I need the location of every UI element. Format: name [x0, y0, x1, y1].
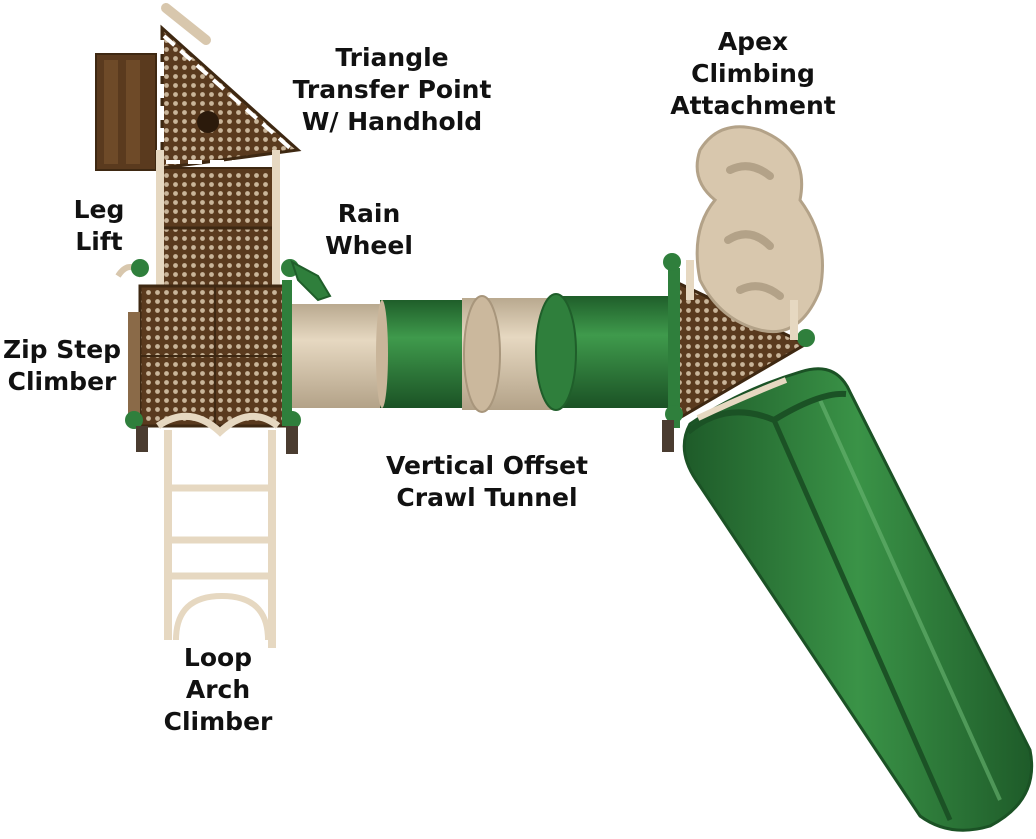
label-apex-climbing-attachment: Apex Climbing Attachment	[666, 26, 840, 122]
slide-platform-deck	[662, 253, 815, 452]
label-vertical-offset-crawl-tunnel: Vertical Offset Crawl Tunnel	[378, 450, 596, 514]
label-line: Lift	[75, 227, 123, 256]
label-line: Attachment	[670, 91, 836, 120]
label-loop-arch-climber: Loop Arch Climber	[158, 642, 278, 738]
label-line: Leg	[73, 195, 125, 224]
label-line: Vertical Offset	[385, 451, 589, 480]
rain-wheel	[290, 259, 332, 302]
label-line: Triangle	[335, 43, 449, 72]
label-line: Rain	[337, 199, 401, 228]
label-line: Apex	[717, 27, 789, 56]
label-line: Wheel	[325, 231, 413, 260]
label-rain-wheel: Rain Wheel	[324, 198, 414, 262]
loop-arch-climber	[156, 412, 281, 648]
label-line: Climbing	[691, 59, 815, 88]
tube-slide	[682, 367, 1034, 832]
leg-lift-deck	[156, 150, 280, 300]
label-line: Arch	[185, 675, 251, 704]
apex-climbing-attachment	[686, 125, 824, 340]
label-line: Transfer Point	[292, 75, 492, 104]
label-leg-lift: Leg Lift	[64, 194, 134, 258]
label-line: Zip Step	[2, 335, 122, 364]
label-line: Loop	[183, 643, 253, 672]
triangle-transfer-point	[95, 3, 302, 171]
main-deck	[115, 259, 301, 454]
label-triangle-transfer-point: Triangle Transfer Point W/ Handhold	[284, 42, 500, 138]
crawl-tunnel	[292, 293, 670, 413]
label-line: Climber	[163, 707, 273, 736]
label-line: Crawl Tunnel	[396, 483, 578, 512]
label-line: W/ Handhold	[301, 107, 483, 136]
label-line: Climber	[7, 367, 117, 396]
label-zip-step-climber: Zip Step Climber	[0, 334, 124, 398]
